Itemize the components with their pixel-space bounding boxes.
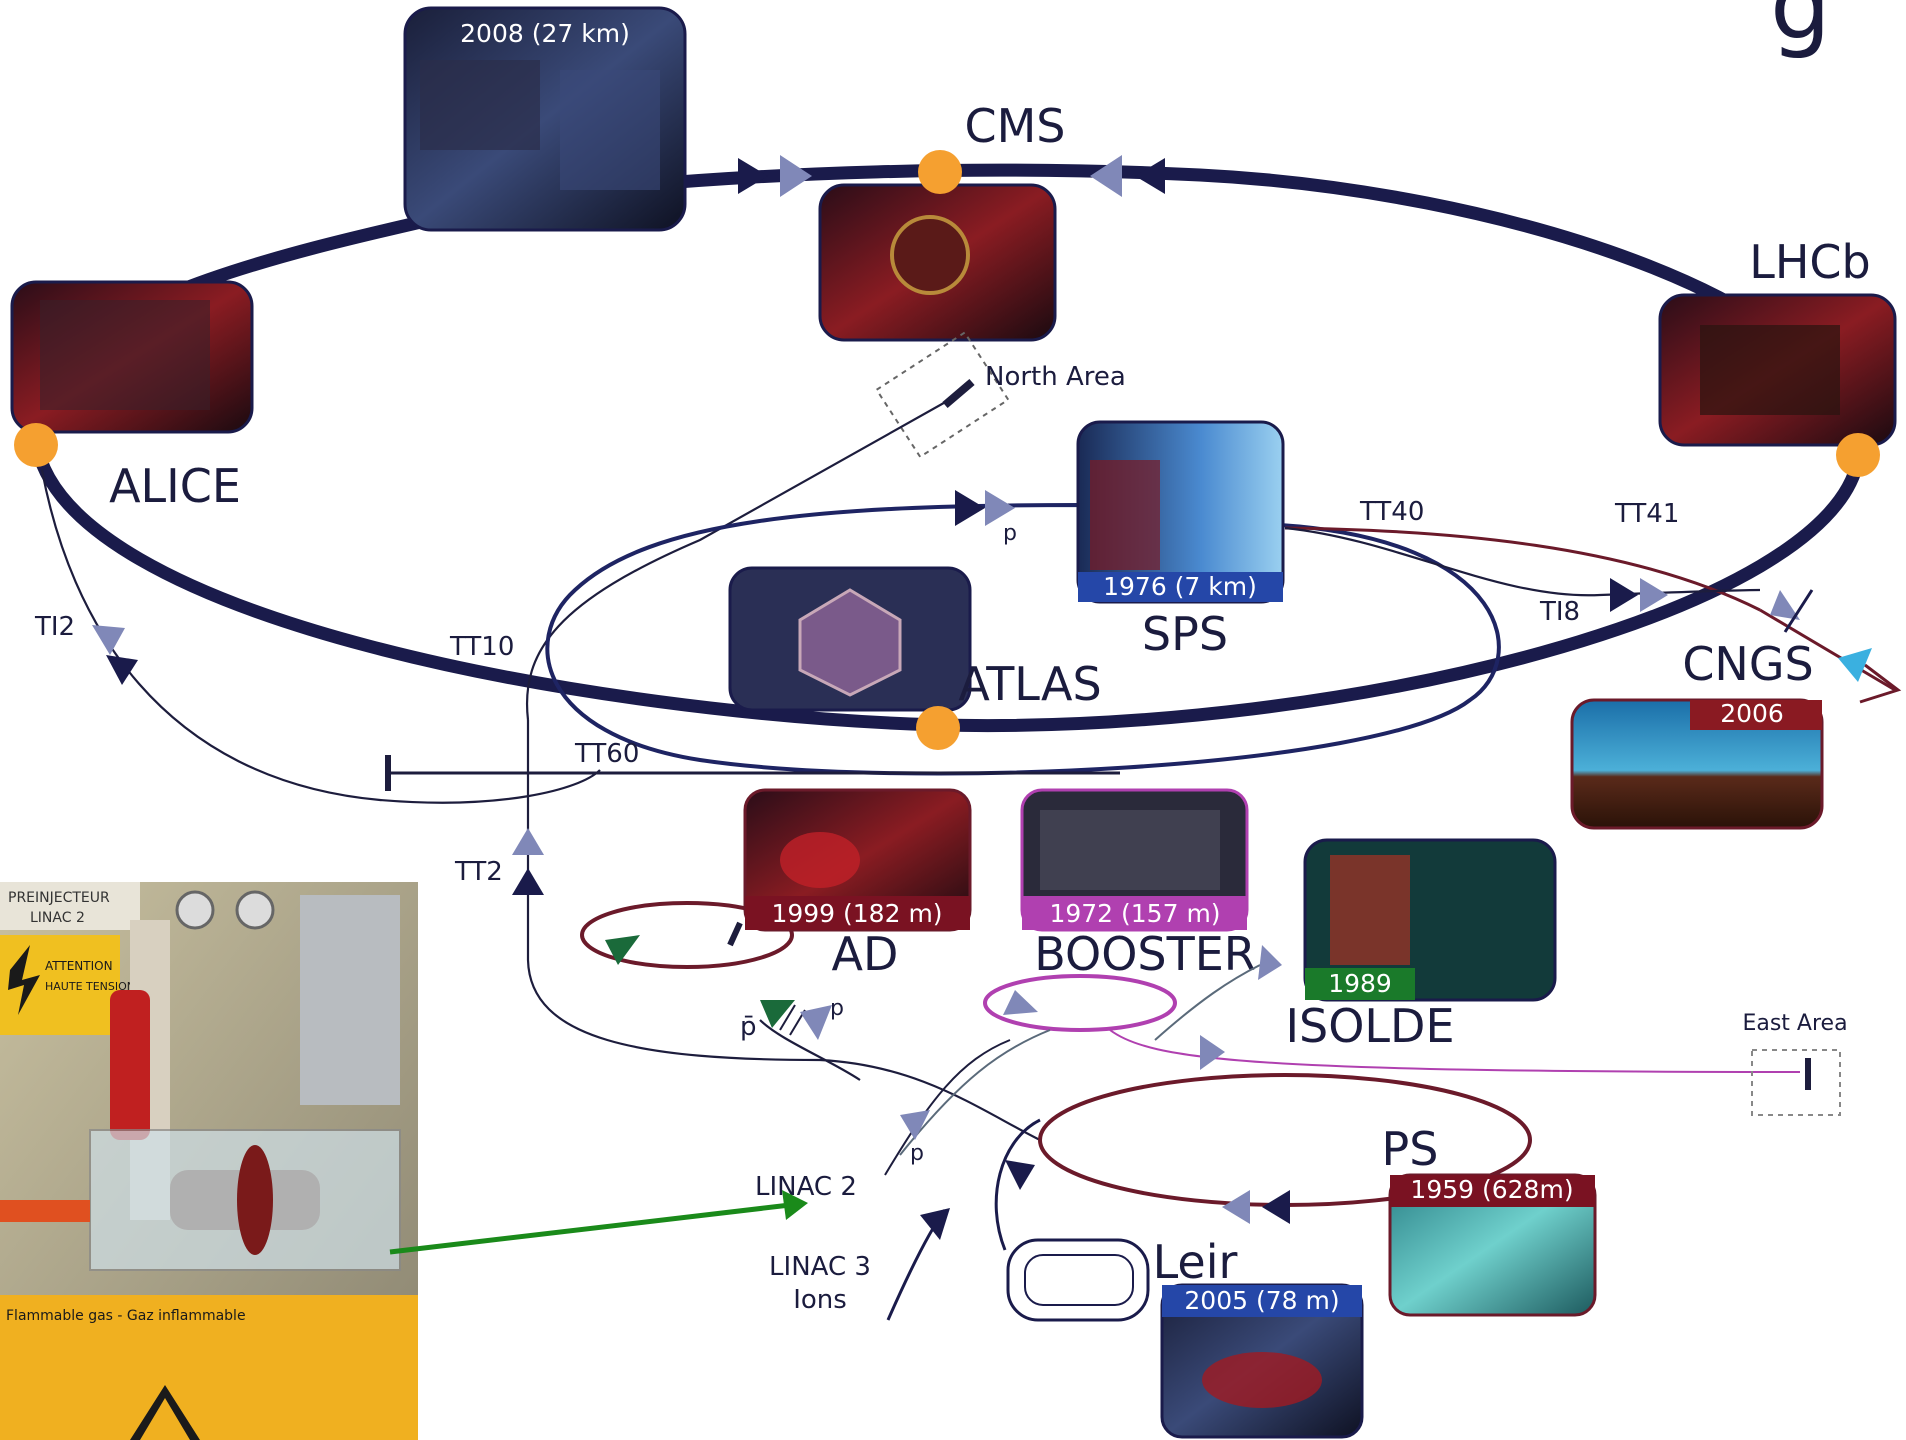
alice-experiment: ALICE xyxy=(10,280,254,513)
tt40-label: TT40 xyxy=(1359,497,1424,527)
ti2-label: TI2 xyxy=(34,612,75,642)
ti2-line: TI2 xyxy=(34,469,601,804)
lhc-ring-arrows xyxy=(738,155,1165,197)
leir-caption: 2005 (78 m) xyxy=(1184,1286,1339,1315)
ad-label: AD xyxy=(832,927,899,981)
preinjector-sign-line2: LINAC 2 xyxy=(30,910,85,926)
lhc-caption: 2008 (27 km) xyxy=(460,19,630,48)
ad-ring xyxy=(580,901,794,969)
title-fragment: g xyxy=(1770,0,1831,61)
cngs-facility: CNGS 2006 xyxy=(1570,637,1824,830)
linac2: p LINAC 2 xyxy=(755,1039,1011,1202)
sps-ring: p xyxy=(545,490,1501,776)
ad-photo: 1999 (182 m) AD xyxy=(743,788,972,981)
tt60-line: TT60 xyxy=(385,739,1120,791)
tt60-label: TT60 xyxy=(574,739,639,769)
alice-label: ALICE xyxy=(109,459,241,513)
east-area: East Area xyxy=(1109,1011,1848,1116)
lhc-photo: 2008 (27 km) xyxy=(403,6,687,232)
ps-caption: 1959 (628m) xyxy=(1410,1175,1573,1204)
p-label-ad: p xyxy=(830,996,844,1021)
linac3-leir: LINAC 3 Ions Leir xyxy=(769,1118,1238,1322)
linac2-preinjector-photo: PREINJECTEUR LINAC 2 ATTENTION HAUTE TEN… xyxy=(0,882,418,1440)
ps-label: PS xyxy=(1382,1122,1439,1176)
warning-line1: ATTENTION xyxy=(45,959,113,973)
ps-photo: 1959 (628m) xyxy=(1388,1173,1597,1317)
north-area: North Area xyxy=(525,331,1126,721)
lhcb-dot xyxy=(1836,433,1880,477)
cms-dot xyxy=(918,150,962,194)
leir-photo: 2005 (78 m) xyxy=(1160,1283,1364,1439)
north-area-label: North Area xyxy=(985,362,1126,392)
ad-injection: p̄ p xyxy=(740,996,861,1081)
gas-warning-label: Flammable gas - Gaz inflammable xyxy=(6,1308,246,1324)
atlas-experiment: ATLAS xyxy=(728,566,1102,750)
preinjector-sign-line1: PREINJECTEUR xyxy=(8,890,110,906)
east-area-label: East Area xyxy=(1742,1011,1847,1036)
cngs-transfer-lines: TT40 TT41 TI8 xyxy=(1284,497,1902,704)
linac2-label: LINAC 2 xyxy=(755,1172,857,1202)
cms-label: CMS xyxy=(964,99,1065,153)
booster-photo: 1972 (157 m) BOOSTER xyxy=(1020,788,1256,981)
sps-photo: 1976 (7 km) SPS xyxy=(1076,420,1285,661)
annotation-arrow xyxy=(389,1190,808,1255)
cngs-caption: 2006 xyxy=(1720,699,1784,728)
ions-label: Ions xyxy=(793,1285,847,1315)
cngs-label: CNGS xyxy=(1682,637,1813,691)
tt2-label: TT2 xyxy=(454,857,503,887)
leir-label: Leir xyxy=(1153,1235,1238,1289)
booster-label: BOOSTER xyxy=(1034,927,1256,981)
booster-ring xyxy=(983,974,1177,1032)
tt41-label: TT41 xyxy=(1614,499,1679,529)
warning-line2: HAUTE TENSION xyxy=(45,980,135,993)
p-label-linac: p xyxy=(910,1141,924,1166)
pbar-label: p̄ xyxy=(740,1012,757,1042)
linac3-label: LINAC 3 xyxy=(769,1252,871,1282)
ps-ring: PS xyxy=(1038,1073,1532,1224)
cms-experiment: CMS xyxy=(818,99,1066,342)
sps-label: SPS xyxy=(1142,607,1228,661)
isolde-caption: 1989 xyxy=(1328,969,1392,998)
lhcb-label: LHCb xyxy=(1749,235,1871,289)
atlas-dot xyxy=(916,706,960,750)
isolde-facility: 1989 ISOLDE xyxy=(899,838,1557,1156)
sps-caption: 1976 (7 km) xyxy=(1103,572,1257,601)
p-label-sps: p xyxy=(1003,521,1017,546)
atlas-label: ATLAS xyxy=(958,657,1101,711)
tt2-line: TT2 xyxy=(454,720,1041,1141)
tt10-label: TT10 xyxy=(449,632,514,662)
isolde-label: ISOLDE xyxy=(1285,999,1454,1053)
ad-caption: 1999 (182 m) xyxy=(771,899,942,928)
booster-caption: 1972 (157 m) xyxy=(1049,899,1220,928)
lhcb-experiment: LHCb xyxy=(1658,235,1897,477)
ti8-label: TI8 xyxy=(1539,597,1580,627)
alice-dot xyxy=(14,423,58,467)
